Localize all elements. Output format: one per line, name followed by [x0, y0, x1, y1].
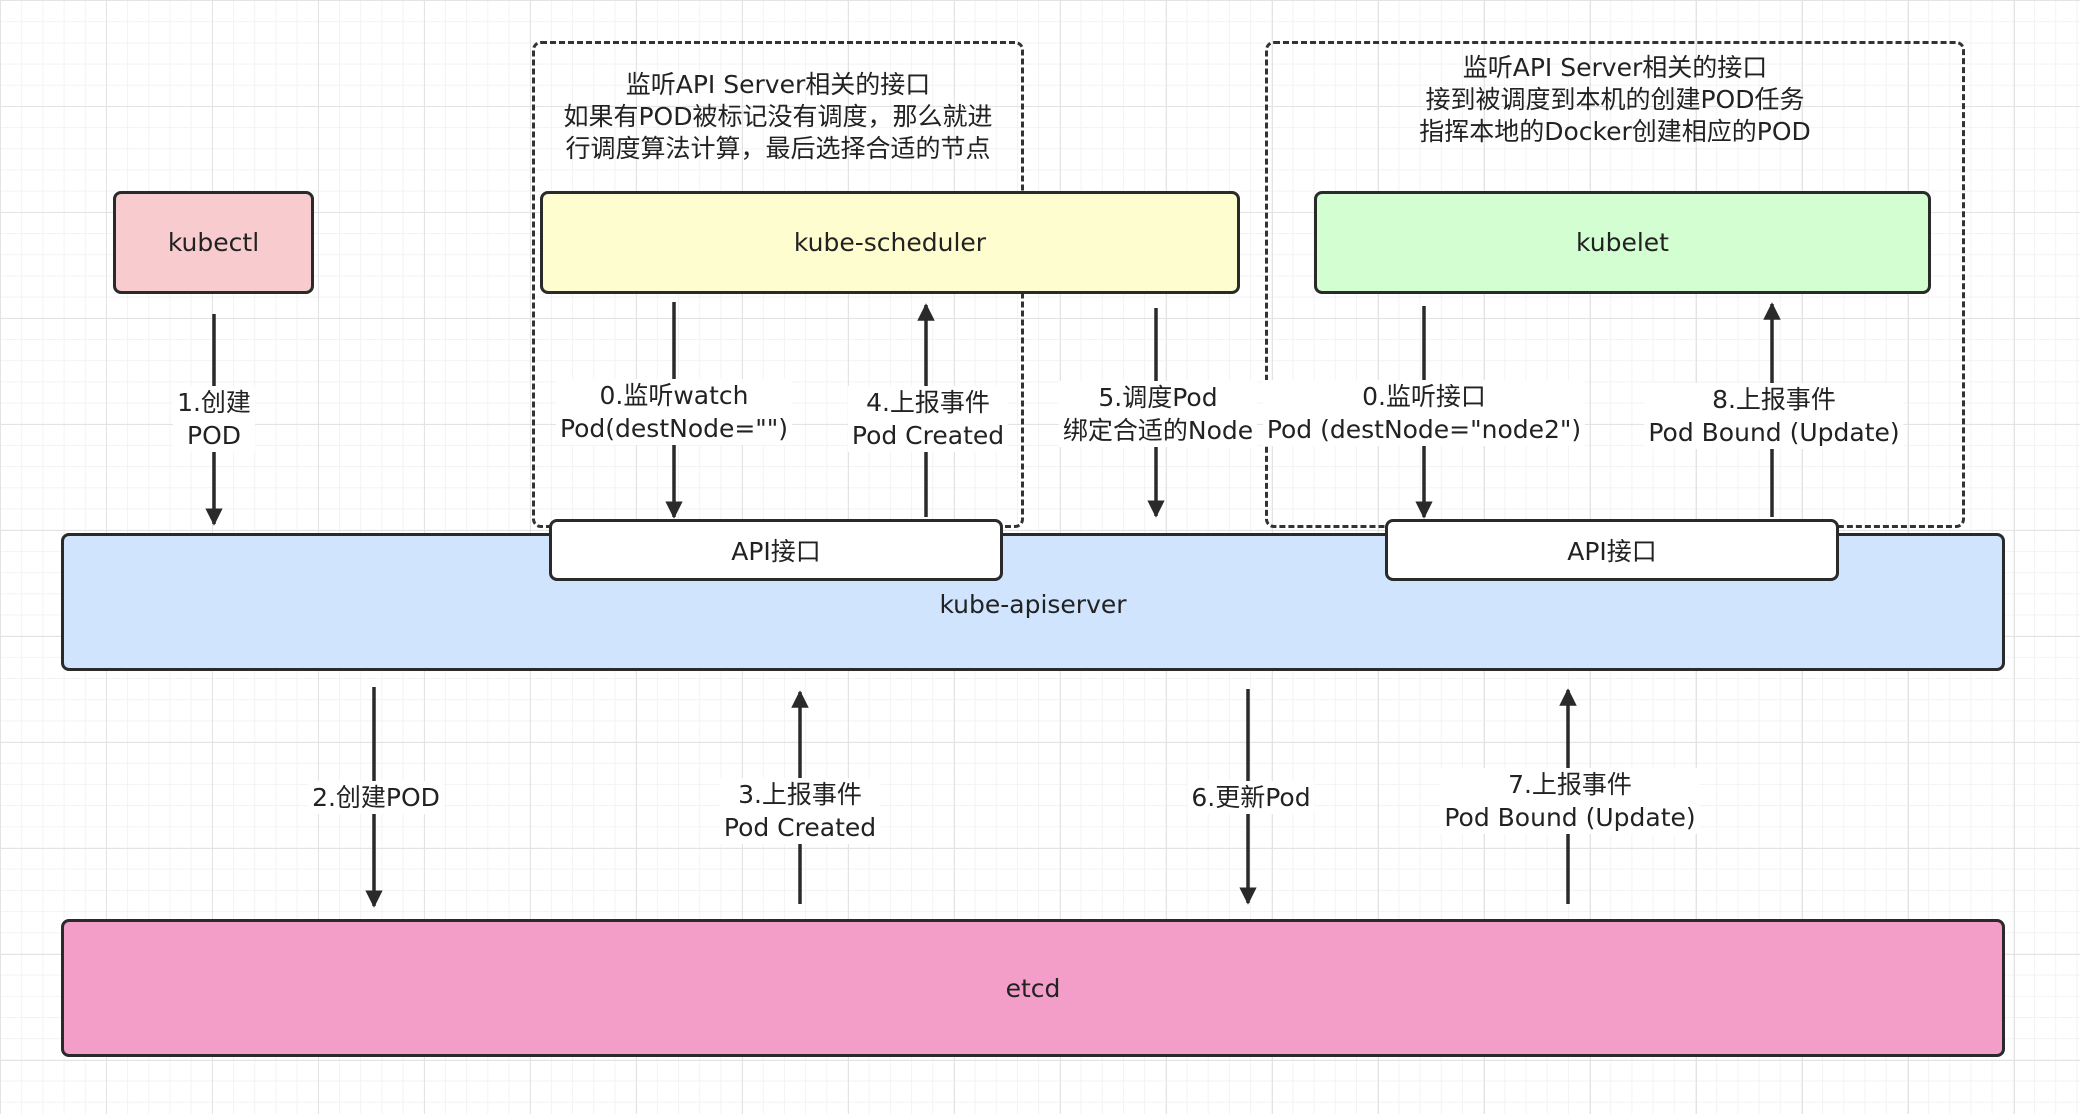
scheduler-note: 监听API Server相关的接口 如果有POD被标记没有调度，那么就进 行调度… — [540, 69, 1016, 165]
kubectl-node: kubectl — [113, 191, 314, 294]
etcd-label: etcd — [1005, 973, 1061, 1003]
kube-scheduler-label: kube-scheduler — [793, 228, 987, 257]
edge-label-line: 7.上报事件 — [1508, 770, 1632, 799]
edge-label-line: 5.调度Pod — [1098, 383, 1218, 412]
kubelet-note-line: 监听API Server相关的接口 — [1462, 53, 1768, 82]
kube-scheduler-node: kube-scheduler — [540, 191, 1240, 294]
edge-label-line: Pod Created — [851, 421, 1005, 450]
kubelet-note: 监听API Server相关的接口 接到被调度到本机的创建POD任务 指挥本地的… — [1275, 52, 1955, 148]
edge-label-line: 绑定合适的Node — [1062, 416, 1254, 445]
kube-apiserver-label: kube-apiserver — [939, 590, 1127, 619]
kubelet-label: kubelet — [1576, 228, 1669, 257]
kubelet-note-line: 接到被调度到本机的创建POD任务 — [1425, 85, 1805, 114]
edge-label-create-pod-cli: 1.创建 POD — [173, 386, 255, 452]
kubelet-node: kubelet — [1314, 191, 1931, 294]
edge-label-schedule-pod: 5.调度Pod 绑定合适的Node — [1058, 381, 1258, 447]
edge-label-watch-kubelet: 0.监听接口 Pod (destNode="node2") — [1262, 380, 1586, 446]
scheduler-note-line: 监听API Server相关的接口 — [625, 70, 931, 99]
api-port-left-label: API接口 — [731, 537, 821, 566]
kubelet-note-line: 指挥本地的Docker创建相应的POD — [1419, 117, 1811, 146]
api-port-left: API接口 — [549, 519, 1003, 581]
edge-label-line: 1.创建 — [177, 388, 251, 417]
edge-label-create-pod-etcd: 2.创建POD — [308, 781, 444, 814]
edge-label-line: Pod (destNode="node2") — [1266, 415, 1582, 444]
edge-label-report-created-etcd: 3.上报事件 Pod Created — [719, 778, 881, 844]
edge-label-line: 6.更新Pod — [1191, 783, 1311, 812]
edge-label-line: Pod Created — [723, 813, 877, 842]
edge-label-line: 4.上报事件 — [866, 388, 990, 417]
edge-label-line: POD — [186, 421, 242, 450]
edge-label-report-bound-etcd: 7.上报事件 Pod Bound (Update) — [1440, 768, 1700, 834]
edge-label-line: 3.上报事件 — [738, 780, 862, 809]
scheduler-note-line: 如果有POD被标记没有调度，那么就进 — [563, 102, 993, 131]
edge-label-line: Pod Bound (Update) — [1648, 418, 1900, 447]
edge-label-watch-scheduler: 0.监听watch Pod(destNode="") — [555, 379, 793, 445]
api-port-right: API接口 — [1385, 519, 1839, 581]
scheduler-note-line: 行调度算法计算，最后选择合适的节点 — [565, 134, 991, 163]
edge-label-report-bound-up: 8.上报事件 Pod Bound (Update) — [1644, 383, 1904, 449]
edge-label-line: Pod Bound (Update) — [1444, 803, 1696, 832]
edge-label-line: 0.监听watch — [599, 381, 749, 410]
edge-label-line: 8.上报事件 — [1712, 385, 1836, 414]
kubectl-label: kubectl — [167, 228, 260, 257]
edge-label-report-created-up: 4.上报事件 Pod Created — [847, 386, 1009, 452]
edge-label-update-pod: 6.更新Pod — [1187, 781, 1315, 814]
edge-label-line: Pod(destNode="") — [559, 414, 789, 443]
api-port-right-label: API接口 — [1567, 537, 1657, 566]
edge-label-line: 2.创建POD — [312, 783, 440, 812]
edge-label-line: 0.监听接口 — [1362, 382, 1486, 411]
etcd-node: etcd — [61, 919, 2005, 1057]
